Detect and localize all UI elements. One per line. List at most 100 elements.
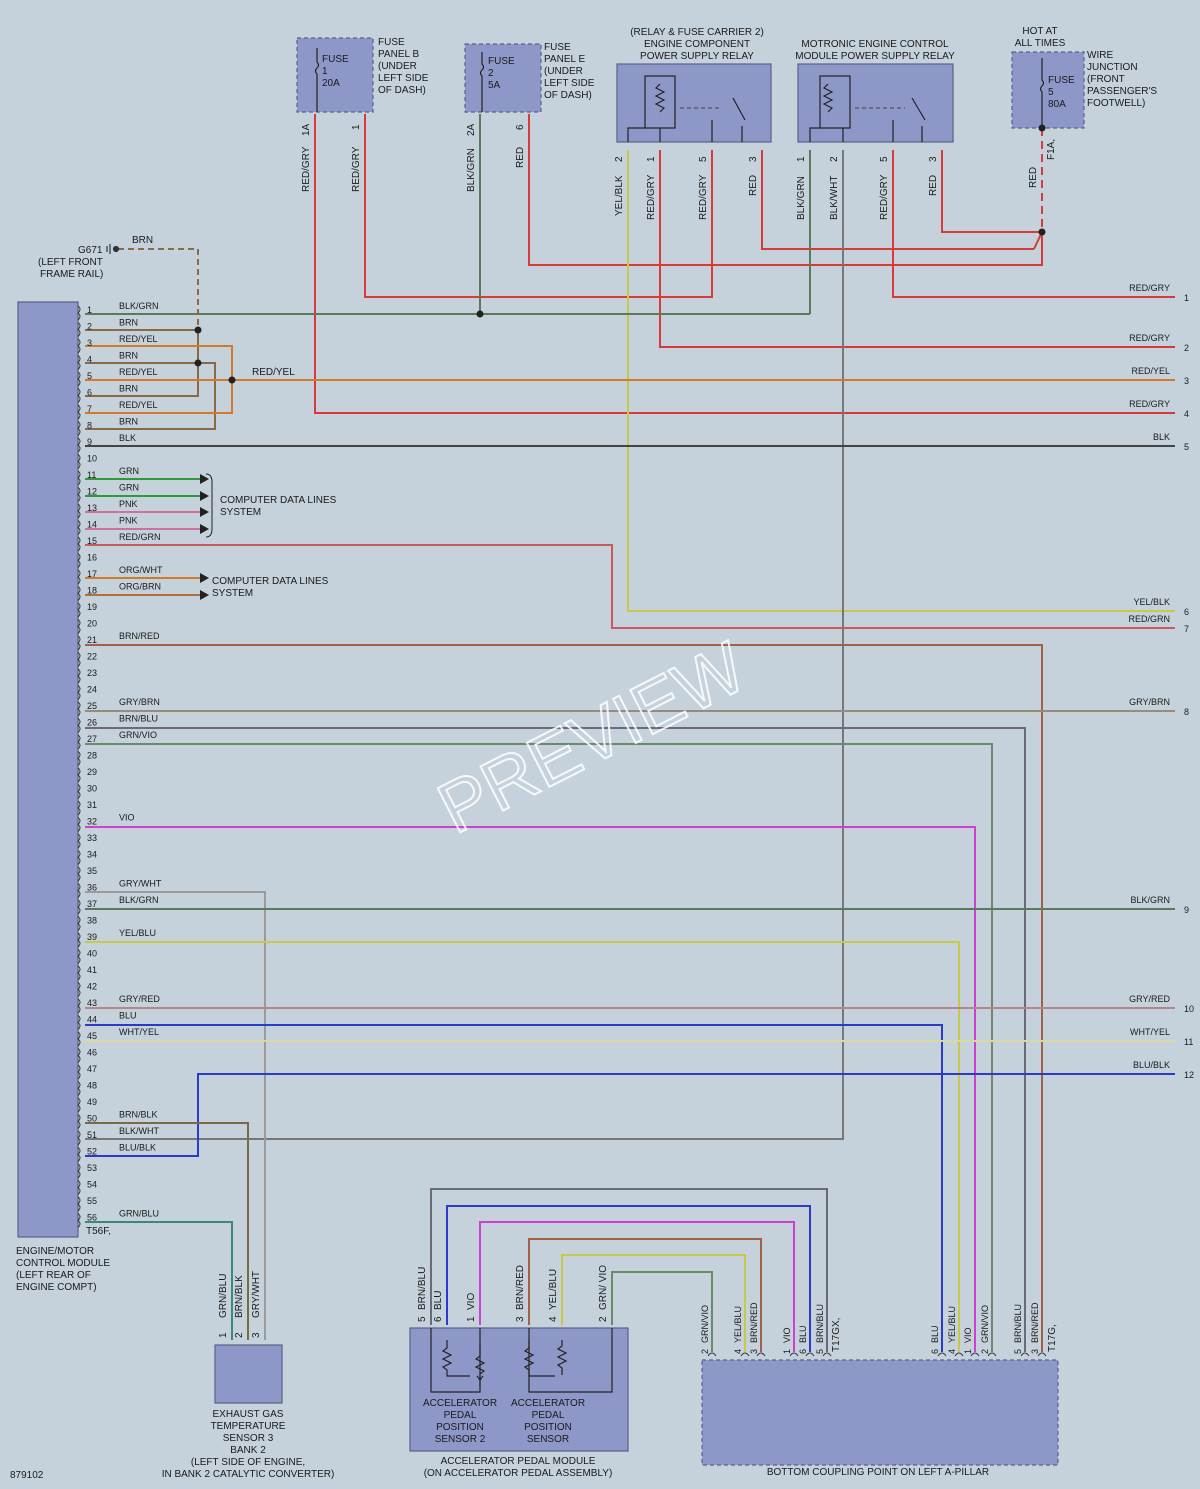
svg-text:GRY/WHT: GRY/WHT (251, 1271, 262, 1318)
svg-text:(UNDER: (UNDER (378, 61, 417, 72)
ecm-pin: 36 GRY/WHT (77, 879, 162, 898)
relay2-title: MOTRONIC ENGINE CONTROL MODULE POWER SUP… (795, 39, 955, 62)
relay2-box (797, 63, 954, 143)
coupling-pin-wire: GRN/VIO (980, 1305, 990, 1343)
ecm-pin: 29 (77, 767, 97, 783)
right-ref-number: 7 (1184, 624, 1189, 634)
ecm-pin-wire: GRN/BLU (119, 1209, 159, 1219)
wire-pin21 (85, 644, 1043, 1352)
ecm-pin-number: 35 (87, 866, 97, 876)
ecm-pin-wire: BLU (119, 1011, 137, 1021)
coupling-pin-number: 1 (963, 1349, 973, 1354)
ecm-pin-number: 52 (87, 1147, 97, 1157)
svg-text:OF DASH): OF DASH) (378, 85, 426, 96)
fuse2-wire-6: RED (515, 147, 526, 168)
coupling-pin-number: 5 (1013, 1349, 1023, 1354)
ecm-pin-number: 55 (87, 1196, 97, 1206)
svg-text:T56F,: T56F, (86, 1226, 111, 1237)
wire-pin8 (85, 362, 216, 430)
ecm-pin-number: 36 (87, 883, 97, 893)
ecm-pin-wire: GRY/WHT (119, 879, 162, 889)
ecm-pin-wire: BRN (119, 318, 138, 328)
svg-text:MODULE POWER SUPPLY RELAY: MODULE POWER SUPPLY RELAY (795, 51, 955, 62)
ecm-pin-number: 25 (87, 701, 97, 711)
svg-text:EXHAUST GAS: EXHAUST GAS (213, 1409, 284, 1420)
right-ref-wire: WHT/YEL (1130, 1027, 1170, 1037)
ecm-pin-wire: BRN/RED (119, 631, 160, 641)
svg-text:ACCELERATOR PEDAL MODULE: ACCELERATOR PEDAL MODULE (441, 1456, 596, 1467)
ecm-pin-number: 41 (87, 965, 97, 975)
wire-pin36 (85, 891, 266, 1340)
svg-text:FUSE: FUSE (544, 42, 571, 53)
wire-pedal-blu (446, 1205, 811, 1352)
fuse5-wire: RED (1028, 167, 1039, 188)
wire-fuse2-6 (528, 114, 1043, 266)
ecm-pin-wire: BRN (119, 417, 138, 427)
ecm-pin: 55 (77, 1196, 97, 1212)
right-ref-wire: RED/GRY (1129, 333, 1170, 343)
svg-text:TEMPERATURE: TEMPERATURE (211, 1421, 286, 1432)
wire-pin15 (85, 544, 1175, 629)
svg-text:ENGINE COMPONENT: ENGINE COMPONENT (644, 39, 750, 50)
ecm-pin: 41 (77, 965, 97, 981)
wire-pedal-vio (479, 1221, 795, 1352)
fuse1-num: 1 (322, 66, 328, 77)
ecm-pin-wire: WHT/YEL (119, 1027, 159, 1037)
fuse2-wire-2a: BLK/GRN (466, 148, 477, 192)
svg-text:SENSOR: SENSOR (527, 1434, 569, 1445)
ecm-pin-wire: YEL/BLU (119, 928, 156, 938)
fuse2-pin-6: 6 (515, 124, 526, 130)
ecm-pin: 35 (77, 866, 97, 882)
svg-text:3: 3 (928, 156, 939, 162)
svg-text:MOTRONIC ENGINE CONTROL: MOTRONIC ENGINE CONTROL (801, 39, 949, 50)
fuse2-num: 2 (488, 68, 494, 79)
wire-pin26 (85, 727, 1026, 1352)
ecm-pin: 53 (77, 1163, 97, 1179)
ecm-pin: 49 (77, 1097, 97, 1113)
ecm-pin: 30 (77, 784, 97, 799)
svg-text:ACCELERATOR: ACCELERATOR (511, 1398, 585, 1409)
coupling-pin-wire: BRN/BLU (815, 1304, 825, 1343)
wire-ground (118, 248, 199, 330)
coupling-pin-wire: VIO (963, 1327, 973, 1343)
ecm-pin-number: 20 (87, 619, 97, 629)
ecm-pin: 38 (77, 916, 97, 931)
ecm-pin-number: 44 (87, 1015, 97, 1025)
ground-loc-2: FRAME RAIL) (40, 269, 103, 280)
wire-pin52 (85, 1073, 1175, 1157)
coupling-pin-number: 4 (733, 1349, 743, 1354)
coupling-pin-number: 2 (980, 1349, 990, 1354)
wire-pin7 (85, 380, 233, 414)
fuse5-hot: HOT AT ALL TIMES (1015, 26, 1066, 49)
ecm-pin-number: 54 (87, 1180, 97, 1190)
wire-pin6 (85, 363, 199, 397)
coupling-pin-number: 3 (749, 1349, 759, 1354)
ecm-pin-number: 28 (87, 751, 97, 761)
ecm-pin-number: 24 (87, 685, 97, 695)
wire-relay2-2 (85, 150, 844, 1140)
ecm-pin-wire: VIO (119, 813, 135, 823)
ecm-pin-number: 10 (87, 454, 97, 464)
svg-text:3: 3 (748, 156, 759, 162)
ecm-pin-number: 39 (87, 932, 97, 942)
ecm-pin: 46 (77, 1048, 97, 1063)
right-ref-wire: RED/YEL (1131, 366, 1170, 376)
relay1-title: (RELAY & FUSE CARRIER 2) ENGINE COMPONEN… (630, 27, 764, 62)
ecm-pin: 22 (77, 652, 97, 667)
ecm-pin-wire: BLK/WHT (119, 1126, 160, 1136)
right-ref-number: 2 (1184, 343, 1189, 353)
relay2-symbol (809, 75, 926, 142)
ground-loc-1: (LEFT FRONT (38, 257, 103, 268)
fuse2-name: FUSE (488, 56, 515, 67)
